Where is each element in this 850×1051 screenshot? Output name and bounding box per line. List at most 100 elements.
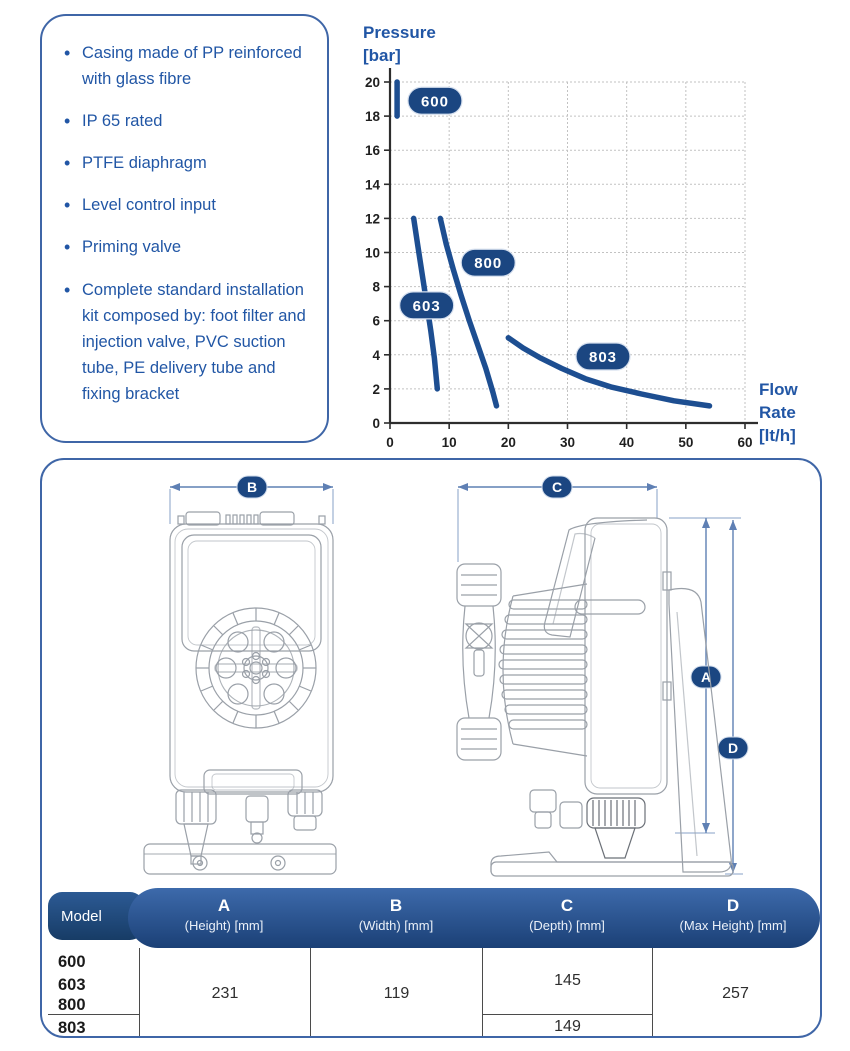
x-tick-label: 40 — [619, 435, 634, 450]
col-sub: (Depth) [mm] — [529, 917, 605, 933]
mounting-base — [143, 843, 337, 875]
model-header-label: Model — [61, 907, 102, 925]
pump-head-holes — [215, 631, 297, 705]
table-row-model: 603 — [58, 976, 86, 994]
bullet-icon: • — [64, 237, 71, 258]
y-tick-label: 12 — [365, 211, 380, 226]
bullet-icon: • — [64, 279, 71, 300]
left-valve — [175, 789, 217, 865]
x-tick-label: 0 — [386, 435, 394, 450]
cable-gland — [586, 797, 646, 859]
table-row-model: 600 — [58, 953, 86, 971]
y-tick-label: 0 — [372, 416, 380, 431]
y-tick-label: 4 — [372, 348, 380, 363]
y-tick-label: 20 — [365, 75, 380, 90]
col-divider — [310, 948, 311, 1036]
table-row-model: 803 — [58, 1019, 86, 1037]
handle — [543, 519, 648, 638]
feature-text: Casing made of PP reinforced with glass … — [82, 44, 302, 89]
series-label-600: 600 — [421, 93, 449, 110]
table-body: 600 603 800 803 231 119 145 149 257 — [42, 948, 820, 1037]
list-item: • Casing made of PP reinforced with glas… — [64, 40, 311, 92]
dim-arrow-left — [170, 483, 180, 491]
table-header-pill: A (Height) [mm] B (Width) [mm] C (Depth)… — [128, 888, 820, 948]
table-row-model: 800 — [58, 996, 86, 1014]
y-tick-label: 10 — [365, 246, 380, 261]
dim-arrow-right — [323, 483, 333, 491]
col-letter: A — [217, 896, 231, 915]
x-tick-label: 50 — [678, 435, 693, 450]
back-panel — [584, 517, 672, 795]
y-tick-label: 14 — [365, 177, 381, 192]
stand-bracket — [668, 587, 732, 873]
x-axis-title: Flow — [759, 380, 798, 399]
list-item: • PTFE diaphragm — [64, 150, 311, 176]
pump-side-view-drawing: C A D — [456, 475, 749, 877]
dimension-c-label: C — [552, 479, 562, 495]
features-box: • Casing made of PP reinforced with glas… — [40, 14, 329, 443]
series-label-pill-600 — [407, 86, 463, 115]
value-c-top: 145 — [554, 972, 581, 989]
bottom-fittings — [529, 789, 583, 829]
value-a: 231 — [211, 985, 239, 1002]
x-tick-label: 10 — [442, 435, 457, 450]
col-letter: D — [726, 896, 740, 915]
series-label-603: 603 — [413, 298, 441, 315]
dimension-b-label: B — [247, 479, 257, 495]
series-label-pill-803 — [575, 342, 631, 371]
center-valve — [245, 795, 269, 844]
col-header-d: D (Max Height) [mm] — [653, 895, 813, 933]
foot-plate — [490, 851, 734, 877]
y-tick-label: 8 — [372, 280, 380, 295]
bullet-icon: • — [64, 195, 71, 216]
series-label-800: 800 — [474, 255, 502, 272]
x-tick-label: 20 — [501, 435, 516, 450]
left-valve-cluster — [456, 563, 502, 761]
col-divider — [139, 948, 140, 1036]
dimension-d-label: D — [728, 740, 738, 756]
gear-ring-ribs — [196, 608, 316, 728]
series-label-803: 803 — [589, 349, 617, 366]
dimension-b-pill: B — [236, 475, 268, 499]
front-view-linework — [143, 511, 337, 875]
y-tick-label: 6 — [372, 314, 380, 329]
col-header-a: A (Height) [mm] — [144, 895, 304, 933]
col-sub: (Width) [mm] — [358, 917, 434, 933]
bullet-icon: • — [64, 43, 71, 63]
col-header-b: B (Width) [mm] — [316, 895, 476, 933]
curve-800 — [437, 215, 500, 409]
dimension-a-pill: A — [690, 665, 722, 689]
y-tick-label: 18 — [365, 109, 381, 124]
value-b: 119 — [383, 985, 410, 1002]
col-divider — [482, 948, 483, 1036]
feature-text: PTFE diaphragm — [82, 154, 207, 173]
y-tick-label: 16 — [365, 143, 381, 158]
dimension-d-group — [725, 520, 743, 875]
dimension-c-pill: C — [541, 475, 573, 499]
col-header-c: C (Depth) [mm] — [487, 895, 647, 933]
list-item: • Priming valve — [64, 234, 311, 260]
bullet-icon: • — [64, 153, 71, 174]
right-fitting — [287, 789, 323, 831]
curve-803 — [505, 335, 713, 409]
row-divider — [482, 1014, 652, 1015]
dimension-d-pill: D — [717, 736, 749, 760]
x-tick-label: 30 — [560, 435, 575, 450]
col-divider — [652, 948, 653, 1036]
feature-text: IP 65 rated — [82, 112, 163, 131]
series-label-pill-603 — [399, 291, 455, 320]
row-divider — [48, 1014, 139, 1015]
col-letter: B — [389, 896, 403, 915]
col-letter: C — [560, 896, 574, 915]
dimension-a-label: A — [701, 669, 711, 685]
list-item: • Level control input — [64, 192, 311, 218]
dimensions-box: B — [40, 458, 822, 1038]
col-sub: (Max Height) [mm] — [679, 917, 787, 933]
series-label-pill-800 — [460, 248, 516, 277]
x-axis-title: Rate — [759, 403, 796, 422]
dimension-a-group — [669, 517, 741, 834]
x-tick-label: 60 — [737, 435, 752, 450]
